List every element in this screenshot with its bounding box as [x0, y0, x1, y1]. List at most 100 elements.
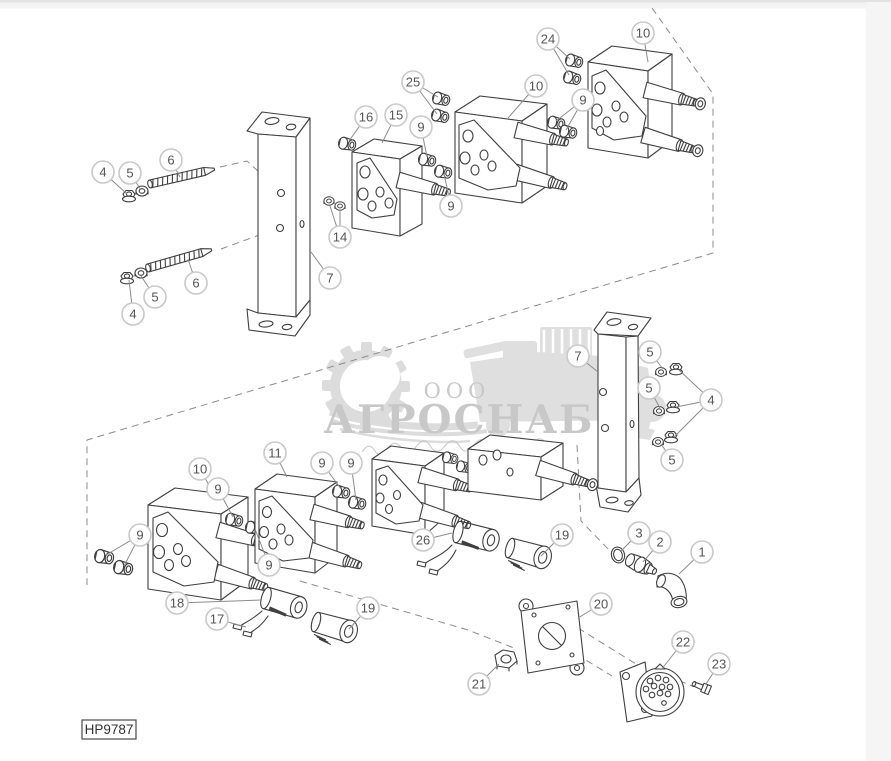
callout-number: 6 — [192, 276, 199, 291]
solenoid-coil-26 — [416, 519, 502, 576]
callout-number: 18 — [170, 596, 184, 611]
callout-balloon-16 — [354, 105, 378, 129]
lock-nut — [119, 271, 135, 285]
lock-nut — [668, 362, 684, 376]
callout-balloon-6 — [159, 148, 183, 172]
callout-balloon-9 — [439, 194, 463, 218]
watermark-name: АГРОСНАБ — [324, 397, 595, 443]
mounting-bracket-right — [593, 311, 652, 513]
callout-number: 10 — [529, 79, 543, 94]
valve-block-right — [467, 434, 600, 501]
callout-balloon-7 — [318, 266, 342, 290]
valve-block-10-right — [587, 45, 707, 160]
callout-balloon-4 — [91, 160, 115, 184]
callout-balloon-5 — [638, 340, 662, 364]
callout-balloon-5 — [637, 376, 661, 400]
callout-number: 21 — [472, 677, 486, 692]
callout-balloon-9 — [339, 451, 363, 475]
lock-nut — [663, 430, 679, 444]
callout-number: 4 — [129, 307, 136, 322]
callout-balloon-17 — [205, 607, 229, 631]
figure-number-text: HP9787 — [85, 722, 134, 737]
callout-number: 10 — [636, 26, 650, 41]
valve-block-11 — [254, 473, 367, 574]
callout-leader-line — [176, 599, 263, 604]
callout-number: 25 — [406, 75, 420, 90]
callout-balloon-25 — [401, 70, 425, 94]
callout-balloon-23 — [707, 652, 731, 676]
callout-number: 17 — [210, 612, 224, 627]
callout-balloon-10 — [631, 21, 655, 45]
washer-nut — [655, 367, 667, 377]
callout-number: 9 — [214, 482, 221, 497]
callout-balloon-24 — [536, 27, 560, 51]
callout-balloon-19 — [550, 523, 574, 547]
callout-balloon-10 — [188, 457, 212, 481]
callout-number: 5 — [646, 345, 653, 360]
callout-number: 9 — [447, 199, 454, 214]
callout-number: 14 — [333, 230, 347, 245]
cover-plate-20 — [518, 598, 585, 676]
callout-balloon-9 — [257, 553, 281, 577]
washer-nut — [135, 185, 149, 197]
callout-number: 6 — [167, 153, 174, 168]
figure-number-label: HP9787 — [81, 719, 137, 740]
callout-number: 9 — [417, 120, 424, 135]
callout-balloon-9 — [206, 477, 230, 501]
callout-number: 9 — [347, 456, 354, 471]
callout-balloon-9 — [128, 523, 152, 547]
callout-balloon-10 — [524, 74, 548, 98]
callout-balloon-6 — [184, 271, 208, 295]
callout-number: 5 — [126, 166, 133, 181]
right-side-strip — [866, 2, 891, 761]
top-edge-band — [0, 0, 891, 3]
callout-balloon-14 — [328, 225, 352, 249]
callout-balloon-20 — [589, 592, 613, 616]
callout-balloon-9 — [409, 115, 433, 139]
watermark-prefix: ООО — [424, 379, 491, 403]
callout-balloon-19 — [356, 596, 380, 620]
callout-number: 26 — [416, 533, 430, 548]
callout-balloon-9 — [571, 88, 595, 112]
electrical-connector-22 — [619, 661, 685, 723]
callout-number: 3 — [635, 526, 642, 541]
callout-number: 9 — [265, 558, 272, 573]
callout-number: 7 — [574, 349, 581, 364]
top-edge-band-2 — [0, 2, 891, 9]
valve-block-10-center — [454, 95, 571, 204]
callout-number: 9 — [136, 528, 143, 543]
callout-balloon-22 — [671, 630, 695, 654]
callout-balloon-18 — [165, 591, 189, 615]
callout-balloon-5 — [143, 285, 167, 309]
callout-balloon-5 — [118, 161, 142, 185]
callout-number: 5 — [645, 381, 652, 396]
callout-balloon-2 — [648, 530, 672, 554]
elbow-fitting — [656, 572, 688, 609]
callout-number: 4 — [707, 393, 714, 408]
callout-balloon-26 — [411, 528, 435, 552]
callout-number: 11 — [268, 446, 282, 461]
callout-balloon-3 — [627, 521, 651, 545]
quick-connect-fitting — [624, 553, 658, 575]
callout-balloon-21 — [467, 672, 491, 696]
callout-number: 19 — [361, 601, 375, 616]
callout-balloon-9 — [310, 451, 334, 475]
callout-number: 16 — [359, 110, 373, 125]
callout-balloon-7 — [566, 344, 590, 368]
callout-balloon-11 — [263, 441, 287, 465]
callout-number: 10 — [193, 462, 207, 477]
callout-number: 9 — [579, 93, 586, 108]
callout-balloon-5 — [660, 448, 684, 472]
callout-balloon-1 — [690, 540, 714, 564]
washer-nut — [653, 406, 665, 416]
callout-number: 22 — [676, 635, 690, 650]
callout-number: 19 — [555, 528, 569, 543]
callout-number: 4 — [99, 165, 106, 180]
callout-balloon-4 — [699, 388, 723, 412]
callout-number: 2 — [656, 535, 663, 550]
callout-number: 1 — [698, 545, 705, 560]
callout-number: 23 — [712, 657, 726, 672]
